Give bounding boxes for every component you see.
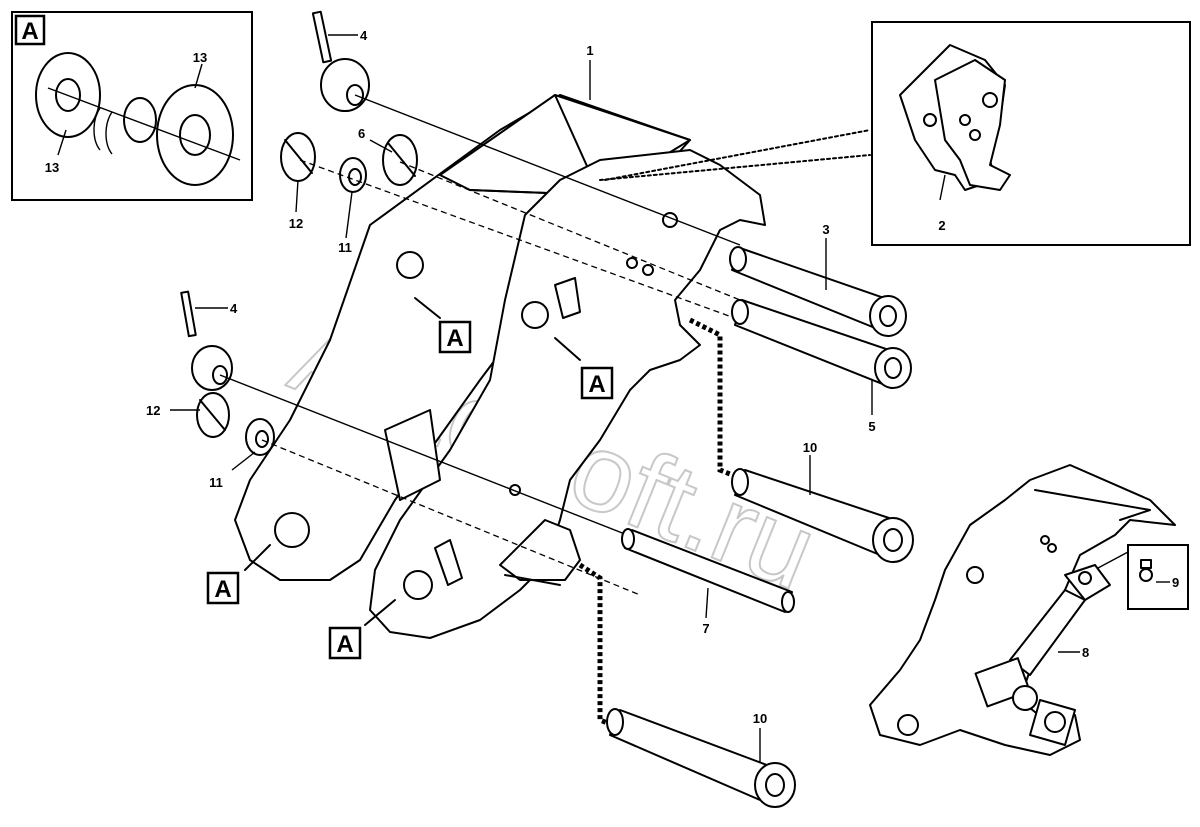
callout-10-upper: 10 — [803, 440, 817, 455]
svg-text:A: A — [588, 371, 605, 398]
detail-part-2: 2 — [871, 21, 1191, 246]
detail-a-label: A — [21, 18, 38, 45]
ref-marker-a-3: A — [206, 544, 271, 605]
pin-4-upper — [311, 10, 370, 112]
callout-5: 5 — [868, 419, 875, 434]
retaining-ring-12-upper — [280, 132, 316, 182]
svg-text:A: A — [446, 325, 463, 352]
callout-4-lower: 4 — [230, 301, 238, 316]
callout-7: 7 — [702, 621, 709, 636]
callout-13-top: 13 — [193, 50, 207, 65]
washer-11-upper — [339, 157, 367, 193]
ref-marker-a-1: A — [414, 297, 472, 354]
callout-9: 9 — [1172, 575, 1179, 590]
ref-marker-a-4: A — [328, 599, 396, 660]
retaining-ring-12-lower — [196, 392, 230, 438]
svg-text:A: A — [336, 631, 353, 658]
callout-1: 1 — [586, 43, 593, 58]
callout-10-lower: 10 — [753, 711, 767, 726]
callout-4-upper: 4 — [360, 28, 368, 43]
callouts: 1 4 4 6 12 12 11 11 3 5 10 7 10 — [146, 28, 876, 762]
detail-a-inset: A 13 13 — [11, 11, 253, 201]
svg-text:A: A — [214, 576, 231, 603]
callout-8: 8 — [1082, 645, 1089, 660]
washer-11-lower — [245, 418, 275, 456]
pin-10-lower — [606, 708, 796, 808]
pin-5 — [731, 299, 912, 389]
pin-4-lower — [180, 290, 233, 391]
callout-11-upper: 11 — [338, 240, 352, 255]
pin-10-upper — [731, 468, 914, 563]
pin-7 — [621, 528, 795, 613]
callout-2: 2 — [938, 218, 945, 233]
callout-12-lower: 12 — [146, 403, 160, 418]
callout-11-lower: 11 — [209, 475, 223, 490]
callout-13-bottom: 13 — [45, 160, 59, 175]
quick-coupler-part-8: 8 9 — [869, 464, 1189, 756]
callout-6: 6 — [358, 126, 365, 141]
pin-3 — [729, 246, 907, 337]
ref-marker-a-2: A — [554, 337, 614, 400]
callout-3: 3 — [822, 222, 829, 237]
callout-12-upper: 12 — [289, 216, 303, 231]
retaining-ring-6 — [382, 134, 418, 186]
